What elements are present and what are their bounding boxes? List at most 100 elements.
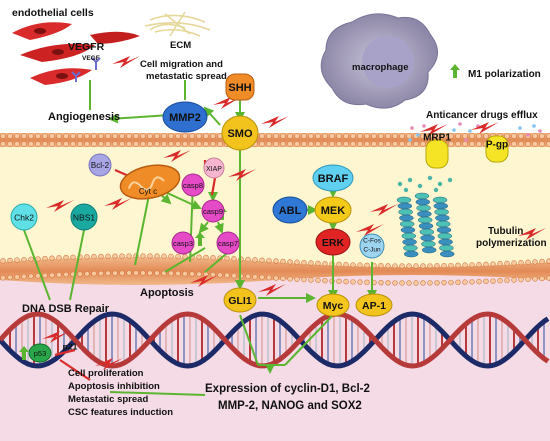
label-ecm: ECM <box>170 40 191 51</box>
tubulin-ring <box>436 226 452 234</box>
membrane-bead <box>154 141 160 147</box>
membrane-bead <box>518 133 524 139</box>
node-ap1[interactable]: AP-1 <box>355 293 393 317</box>
membrane-bead <box>189 271 195 277</box>
node-bcl2[interactable]: Bcl-2 <box>88 153 112 177</box>
membrane-bead <box>84 141 90 147</box>
membrane-bead <box>413 263 419 269</box>
node-casp7[interactable]: casp7 <box>216 231 240 255</box>
inhibitor-bolt <box>163 150 191 162</box>
membrane-bead <box>371 141 377 147</box>
node-pgp[interactable]: P-gp <box>485 135 509 163</box>
membrane-bead <box>413 141 419 147</box>
membrane-bead <box>21 273 27 280</box>
membrane-bead <box>224 272 230 279</box>
node-erk[interactable]: ERK <box>315 228 351 256</box>
node-p21[interactable]: p21 <box>63 341 78 351</box>
node-smo[interactable]: SMO <box>221 115 259 151</box>
nuclear-membrane <box>0 253 550 286</box>
membrane-bead <box>84 271 90 277</box>
membrane-bead <box>154 270 160 276</box>
node-xiap-label: XIAP <box>206 166 222 173</box>
membrane-bead <box>385 263 391 269</box>
membrane-bead <box>392 280 398 286</box>
membrane-bead <box>196 141 202 147</box>
membrane-bead <box>56 272 62 278</box>
membrane-bead <box>42 272 48 279</box>
membrane-bead <box>266 133 272 139</box>
membrane-bead <box>133 270 139 276</box>
label-migration-1: Cell migration and <box>140 59 223 70</box>
node-gli1[interactable]: GLI1 <box>223 287 257 313</box>
membrane-bead <box>511 133 517 139</box>
membrane-bead <box>7 257 13 264</box>
node-mrp1[interactable]: MRP1 <box>423 133 451 169</box>
inhibitor-bolt <box>261 116 289 128</box>
node-casp9[interactable]: casp9 <box>201 199 225 223</box>
node-nbs1[interactable]: NBS1 <box>70 203 98 231</box>
membrane-bead <box>525 141 531 147</box>
membrane-bead <box>497 278 503 284</box>
membrane-bead <box>406 263 412 269</box>
node-myc[interactable]: Myc <box>316 293 350 317</box>
membrane-bead <box>455 279 461 286</box>
membrane-bead <box>14 141 20 147</box>
node-cytc[interactable]: Cyt c <box>139 187 157 196</box>
membrane-bead <box>504 277 510 284</box>
membrane-bead <box>343 141 349 147</box>
membrane-bead <box>210 141 216 147</box>
node-p53[interactable]: p53 <box>28 343 52 363</box>
ecm-fibers-icon <box>144 11 211 37</box>
membrane-bead <box>70 133 76 139</box>
membrane-bead <box>7 141 13 147</box>
efflux-particle <box>526 133 530 137</box>
membrane-bead <box>420 280 426 286</box>
tubulin-ring <box>435 220 451 228</box>
membrane-bead <box>119 141 125 147</box>
membrane-bead <box>357 279 363 285</box>
membrane-bead <box>182 271 188 277</box>
efflux-particle <box>410 126 414 130</box>
membrane-bead <box>490 278 496 284</box>
membrane-bead <box>343 278 349 285</box>
node-mmp2[interactable]: MMP2 <box>162 101 208 133</box>
node-xiap[interactable]: XIAP <box>203 157 225 179</box>
node-mek[interactable]: MEK <box>314 196 352 224</box>
node-erk-label: ERK <box>322 237 345 249</box>
node-abl-label: ABL <box>279 205 302 217</box>
node-braf[interactable]: BRAF <box>312 164 354 192</box>
node-abl[interactable]: ABL <box>272 196 308 224</box>
node-chk2[interactable]: Chk2 <box>10 203 38 231</box>
efflux-particle <box>422 124 426 128</box>
node-shh[interactable]: SHH <box>225 73 255 101</box>
membrane-bead <box>273 133 279 139</box>
membrane-bead <box>28 256 34 262</box>
membrane-bead <box>301 141 307 147</box>
tubulin-dimer <box>437 181 443 187</box>
label-out-2: Apoptosis inhibition <box>68 381 160 392</box>
membrane-bead <box>21 141 27 147</box>
membrane-bead <box>546 133 550 139</box>
membrane-bead <box>245 273 251 280</box>
membrane-bead <box>322 278 328 284</box>
membrane-bead <box>273 275 279 281</box>
membrane-bead <box>469 279 475 285</box>
membrane-bead <box>448 133 454 139</box>
tubulin-ring <box>421 246 437 254</box>
membrane-bead <box>441 133 447 139</box>
membrane-bead <box>259 141 265 147</box>
node-smo-label: SMO <box>227 128 253 140</box>
tubulin-ring <box>434 208 449 216</box>
membrane-bead <box>140 133 146 139</box>
membrane-bead <box>350 141 356 147</box>
membrane-bead <box>91 270 97 277</box>
node-cfos-cjun[interactable]: C-Fos C-Jun <box>359 233 385 259</box>
node-casp8[interactable]: casp8 <box>181 173 205 197</box>
node-casp3[interactable]: casp3 <box>171 231 195 255</box>
tubulin-ring <box>421 240 436 248</box>
tubulin-ring <box>416 204 431 212</box>
membrane-bead <box>350 279 356 285</box>
membrane-bead <box>448 141 454 147</box>
membrane-bead <box>154 253 160 259</box>
membrane-bead <box>189 141 195 147</box>
